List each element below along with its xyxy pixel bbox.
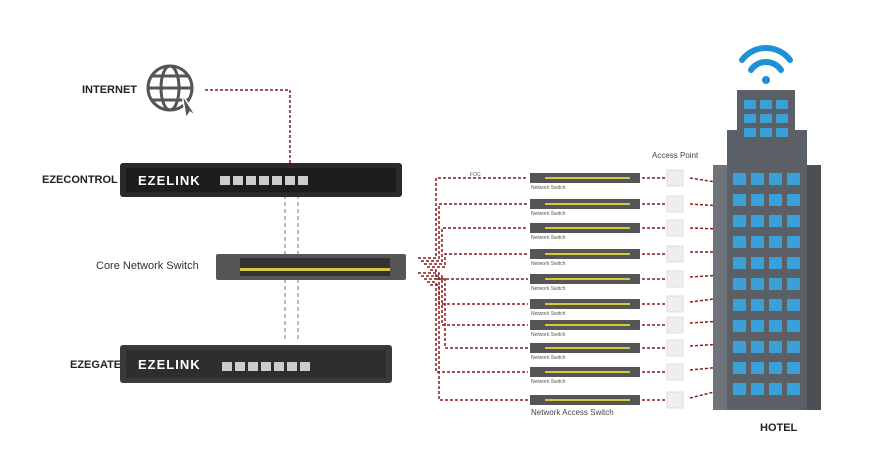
core-switch-device <box>216 254 406 280</box>
access-point <box>666 270 684 288</box>
access-switch-row <box>430 269 723 288</box>
ezecontrol-label: EZECONTROL <box>42 174 118 186</box>
access-switch-row <box>427 281 723 381</box>
access-switch-row <box>427 245 722 268</box>
fiber-link <box>418 272 528 305</box>
ezecontrol-brand-logo: EZELINK <box>138 173 201 188</box>
access-point <box>666 363 684 381</box>
device-ports <box>220 176 310 371</box>
network-switch-label: Network Switch <box>531 185 566 191</box>
network-switch-label: Network Switch <box>531 332 566 338</box>
fiber-link <box>421 275 528 326</box>
fiber-link <box>418 177 528 259</box>
internet-label: INTERNET <box>82 84 137 96</box>
access-point <box>666 245 684 263</box>
access-switch-row <box>424 219 723 265</box>
ezegate-label: EZEGATE <box>70 359 122 371</box>
access-point <box>666 195 684 213</box>
access-point <box>666 339 684 357</box>
network-switch-label: Network Switch <box>531 211 566 217</box>
fiber-link <box>430 284 528 401</box>
wifi-icon <box>739 45 793 84</box>
fiber-link <box>427 281 528 373</box>
access-switch-rows <box>418 169 723 409</box>
network-switch-label: Network Switch <box>531 355 566 361</box>
network-access-switch-label: Network Access Switch <box>531 408 614 417</box>
access-point <box>666 316 684 334</box>
access-switch-row <box>418 169 723 259</box>
foc-label: FOC <box>470 172 481 178</box>
network-switch-label: Network Switch <box>531 379 566 385</box>
hotel-label: HOTEL <box>760 422 798 434</box>
network-switch-label: Network Switch <box>531 311 566 317</box>
fiber-link <box>421 203 528 262</box>
ezegate-brand-logo: EZELINK <box>138 357 201 372</box>
access-point <box>666 219 684 237</box>
access-switch-row <box>421 275 723 334</box>
fiber-link <box>427 253 528 268</box>
access-point-label: Access Point <box>652 151 699 160</box>
fiber-link <box>424 278 528 349</box>
hotel-building <box>713 90 821 410</box>
access-point <box>666 169 684 187</box>
network-switch-label: Network Switch <box>531 286 566 292</box>
internet-link <box>205 89 291 165</box>
access-point <box>666 295 684 313</box>
fiber-link <box>424 227 528 265</box>
fiber-link <box>430 269 528 280</box>
access-point <box>666 391 684 409</box>
network-switch-label: Network Switch <box>531 235 566 241</box>
globe-icon <box>146 64 197 120</box>
network-switch-label: Network Switch <box>531 261 566 267</box>
access-switch-row <box>424 278 723 357</box>
core-switch-label: Core Network Switch <box>96 260 199 272</box>
